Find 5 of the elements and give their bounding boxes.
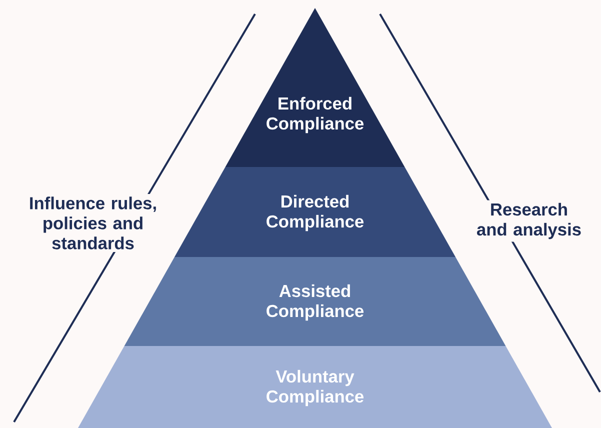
pyramid-level: Directed Compliance [174,167,456,257]
side-label: Influence rules, policies and standards [16,194,170,252]
side-label: Research and analysis [469,200,589,242]
pyramid-level: Enforced Compliance [225,8,405,167]
pyramid-level: Assisted Compliance [124,257,506,346]
